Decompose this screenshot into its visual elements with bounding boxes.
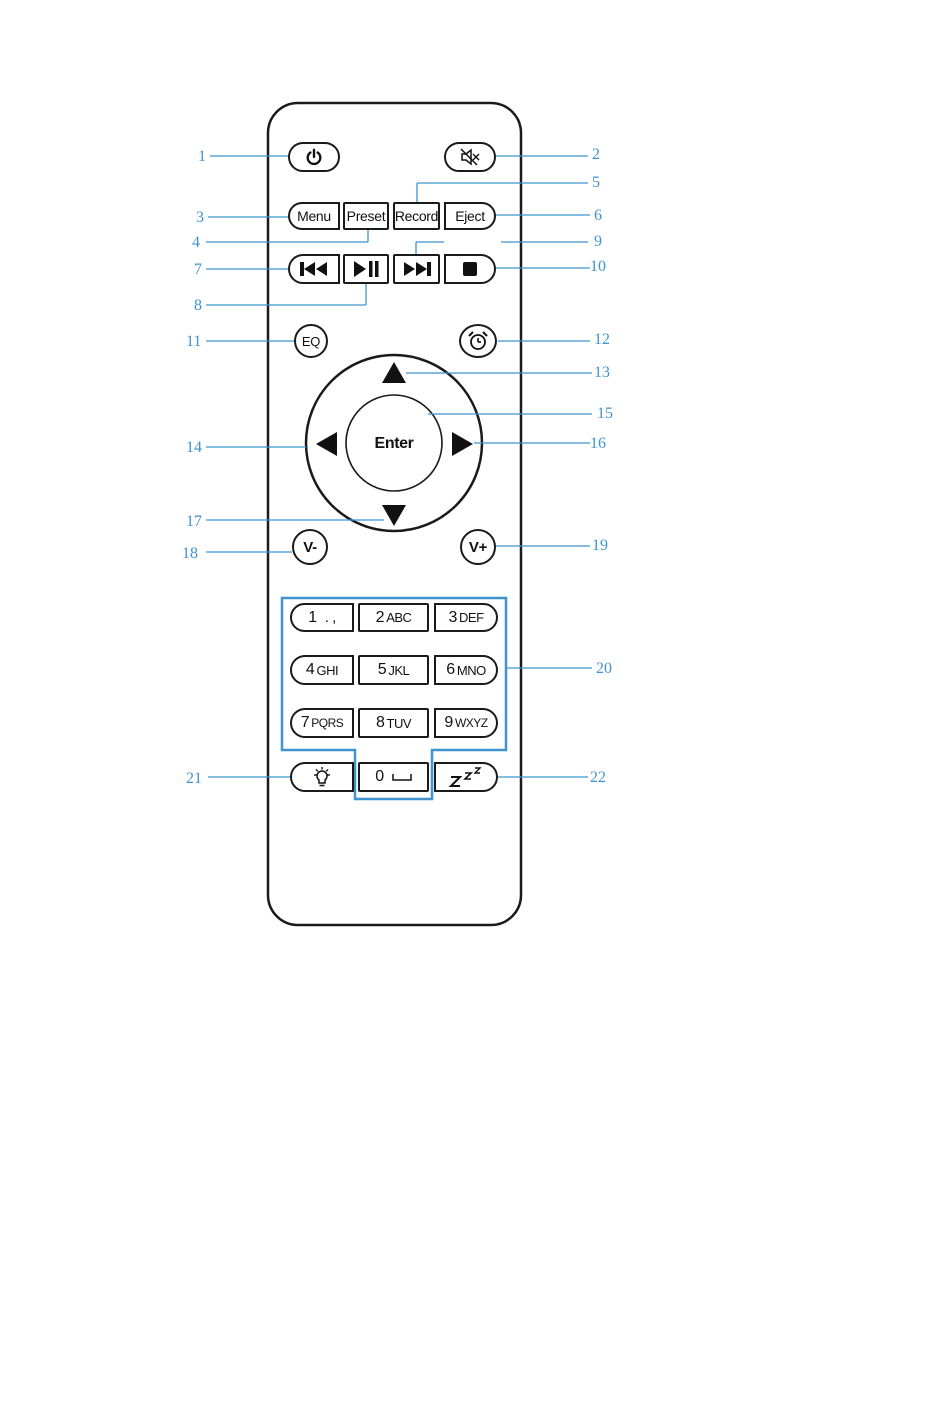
power-button[interactable]: [288, 142, 340, 172]
power-icon: [305, 148, 323, 166]
callout-4: 4: [192, 235, 200, 251]
key-4-letters: GHI: [316, 663, 338, 678]
key-3-number: 3: [448, 609, 457, 627]
eject-button[interactable]: Eject: [444, 202, 496, 230]
record-button[interactable]: Record: [393, 202, 440, 230]
skip-previous-icon: [299, 261, 329, 277]
arrow-right-icon: [450, 430, 476, 458]
callout-6: 6: [594, 208, 602, 224]
key-8[interactable]: 8 TUV: [358, 708, 429, 738]
space-icon: [392, 772, 412, 782]
up-button[interactable]: [380, 360, 408, 386]
menu-button[interactable]: Menu: [288, 202, 340, 230]
callout-17: 17: [186, 514, 202, 530]
callout-14: 14: [186, 440, 202, 456]
callout-9: 9: [594, 234, 602, 250]
key-7[interactable]: 7 PQRS: [290, 708, 354, 738]
key-3-letters: DEF: [459, 610, 484, 625]
key-5-number: 5: [378, 661, 387, 679]
volume-down-button[interactable]: V-: [292, 529, 328, 565]
key-2-number: 2: [376, 609, 385, 627]
right-button[interactable]: [450, 430, 476, 458]
next-button[interactable]: [393, 254, 440, 284]
key-2-letters: ABC: [386, 610, 411, 625]
left-button[interactable]: [313, 430, 339, 458]
skip-next-icon: [402, 261, 432, 277]
key-9-letters: WXYZ: [455, 716, 488, 730]
callout-22: 22: [590, 770, 606, 786]
key-5[interactable]: 5 JKL: [358, 655, 429, 685]
key-4-number: 4: [306, 661, 315, 679]
preset-label: Preset: [347, 208, 386, 224]
key-3[interactable]: 3 DEF: [434, 603, 498, 632]
alarm-clock-icon: [467, 330, 489, 352]
mute-icon: [459, 148, 481, 166]
previous-button[interactable]: [288, 254, 340, 284]
alarm-button[interactable]: [459, 324, 497, 358]
preset-button[interactable]: Preset: [343, 202, 389, 230]
callout-5: 5: [592, 175, 600, 191]
key-6-letters: MNO: [457, 663, 486, 678]
stop-button[interactable]: [444, 254, 496, 284]
key-1-letters: . ,: [325, 609, 336, 626]
callout-2: 2: [592, 147, 600, 163]
eq-button[interactable]: EQ: [294, 324, 328, 358]
callout-19: 19: [592, 538, 608, 554]
callout-15: 15: [597, 406, 613, 422]
volume-up-label: V+: [469, 539, 487, 556]
key-0-number: 0: [375, 768, 384, 786]
light-button[interactable]: [290, 762, 354, 792]
down-button[interactable]: [380, 502, 408, 528]
record-label: Record: [395, 208, 438, 224]
key-5-letters: JKL: [388, 663, 409, 678]
sleep-icon: [448, 766, 484, 788]
key-4[interactable]: 4 GHI: [290, 655, 354, 685]
key-6-number: 6: [446, 661, 455, 679]
key-1-number: 1: [308, 609, 317, 627]
callout-13: 13: [594, 365, 610, 381]
menu-label: Menu: [297, 208, 331, 224]
enter-label: Enter: [375, 435, 414, 453]
arrow-up-icon: [380, 360, 408, 386]
play-pause-icon: [351, 260, 381, 278]
key-8-number: 8: [376, 714, 385, 732]
key-9-number: 9: [444, 714, 453, 732]
arrow-left-icon: [313, 430, 339, 458]
key-0[interactable]: 0: [358, 762, 429, 792]
callout-12: 12: [594, 332, 610, 348]
callout-16: 16: [590, 436, 606, 452]
callout-10: 10: [590, 259, 606, 275]
enter-button[interactable]: Enter: [354, 430, 434, 458]
light-bulb-icon: [311, 766, 333, 788]
callout-11: 11: [186, 334, 201, 350]
callout-3: 3: [196, 210, 204, 226]
volume-up-button[interactable]: V+: [460, 529, 496, 565]
arrow-down-icon: [380, 502, 408, 528]
callout-20: 20: [596, 661, 612, 677]
play-pause-button[interactable]: [343, 254, 389, 284]
eject-label: Eject: [455, 208, 485, 224]
callout-1: 1: [198, 149, 206, 165]
key-7-letters: PQRS: [311, 716, 343, 730]
key-7-number: 7: [301, 714, 310, 732]
eq-label: EQ: [302, 334, 320, 349]
callout-21: 21: [186, 771, 202, 787]
callout-7: 7: [194, 262, 202, 278]
callout-18: 18: [182, 546, 198, 562]
key-8-letters: TUV: [387, 716, 412, 731]
volume-down-label: V-: [303, 539, 317, 556]
key-6[interactable]: 6 MNO: [434, 655, 498, 685]
mute-button[interactable]: [444, 142, 496, 172]
callout-8: 8: [194, 298, 202, 314]
sleep-button[interactable]: [434, 762, 498, 792]
key-1[interactable]: 1 . ,: [290, 603, 354, 632]
key-2[interactable]: 2 ABC: [358, 603, 429, 632]
key-9[interactable]: 9 WXYZ: [434, 708, 498, 738]
stop-icon: [462, 261, 478, 277]
